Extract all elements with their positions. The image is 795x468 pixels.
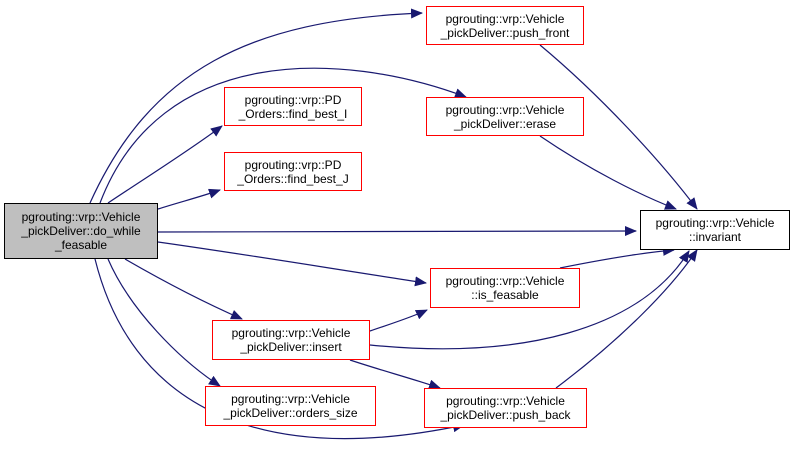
node-line: pgrouting::vrp::Vehicle bbox=[231, 392, 350, 406]
node-find-best-j[interactable]: pgrouting::vrp::PD _Orders::find_best_J bbox=[224, 152, 362, 191]
node-line: pgrouting::vrp::Vehicle bbox=[655, 216, 775, 230]
node-push-front[interactable]: pgrouting::vrp::Vehicle _pickDeliver::pu… bbox=[426, 6, 584, 45]
edge-insert-to-push_back bbox=[349, 359, 441, 390]
edge-do_while_feasable-to-find_best_J bbox=[157, 188, 221, 210]
edge-do_while_feasable-to-erase bbox=[99, 67, 467, 204]
edge-do_while_feasable-to-orders_size bbox=[107, 258, 221, 387]
node-line: pgrouting::vrp::PD bbox=[244, 157, 342, 172]
node-erase[interactable]: pgrouting::vrp::Vehicle _pickDeliver::er… bbox=[426, 97, 584, 136]
node-orders-size[interactable]: pgrouting::vrp::Vehicle _pickDeliver::or… bbox=[205, 386, 376, 426]
node-line: pgrouting::vrp::Vehicle bbox=[231, 326, 351, 340]
node-line: _pickDeliver::push_back bbox=[440, 408, 571, 422]
node-invariant[interactable]: pgrouting::vrp::Vehicle ::invariant bbox=[640, 210, 790, 250]
edge-insert-to-is_feasable bbox=[369, 309, 428, 332]
node-line: pgrouting::vrp::Vehicle bbox=[445, 274, 565, 288]
node-line: _Orders::find_best_J bbox=[237, 171, 349, 186]
edge-do_while_feasable-to-insert bbox=[124, 258, 243, 320]
node-line: _pickDeliver::do_while bbox=[21, 224, 141, 238]
node-line: _Orders::find_best_I bbox=[238, 106, 348, 121]
edge-push_front-to-invariant bbox=[539, 44, 698, 210]
node-push-back[interactable]: pgrouting::vrp::Vehicle _pickDeliver::pu… bbox=[424, 388, 587, 428]
node-line: pgrouting::vrp::Vehicle bbox=[21, 210, 141, 224]
node-line: ::is_feasable bbox=[471, 288, 539, 302]
edge-is_feasable-to-invariant bbox=[559, 245, 675, 269]
node-line: _feasable bbox=[54, 238, 108, 252]
node-line: _pickDeliver::erase bbox=[453, 116, 557, 131]
node-line: pgrouting::vrp::Vehicle bbox=[446, 394, 565, 408]
edge-push_back-to-invariant bbox=[555, 249, 698, 389]
node-line: _pickDeliver::insert bbox=[240, 340, 342, 354]
node-line: pgrouting::vrp::Vehicle bbox=[445, 102, 565, 117]
node-line: pgrouting::vrp::Vehicle bbox=[445, 11, 565, 26]
node-line: _pickDeliver::push_front bbox=[440, 25, 570, 40]
edge-do_while_feasable-to-is_feasable bbox=[157, 241, 427, 287]
node-line: ::invariant bbox=[688, 230, 742, 244]
edge-erase-to-invariant bbox=[539, 135, 677, 210]
node-is-feasable[interactable]: pgrouting::vrp::Vehicle ::is_feasable bbox=[430, 268, 580, 308]
node-insert[interactable]: pgrouting::vrp::Vehicle _pickDeliver::in… bbox=[212, 320, 370, 360]
node-find-best-i[interactable]: pgrouting::vrp::PD _Orders::find_best_I bbox=[224, 87, 362, 126]
edge-do_while_feasable-to-push_front bbox=[89, 8, 423, 204]
node-do-while-feasable: pgrouting::vrp::Vehicle _pickDeliver::do… bbox=[4, 203, 158, 259]
node-line: pgrouting::vrp::PD bbox=[244, 92, 342, 107]
node-line: _pickDeliver::orders_size bbox=[223, 406, 358, 420]
edge-do_while_feasable-to-invariant bbox=[157, 226, 637, 237]
edge-do_while_feasable-to-find_best_I bbox=[107, 125, 223, 204]
edge-insert-to-invariant bbox=[369, 250, 690, 350]
